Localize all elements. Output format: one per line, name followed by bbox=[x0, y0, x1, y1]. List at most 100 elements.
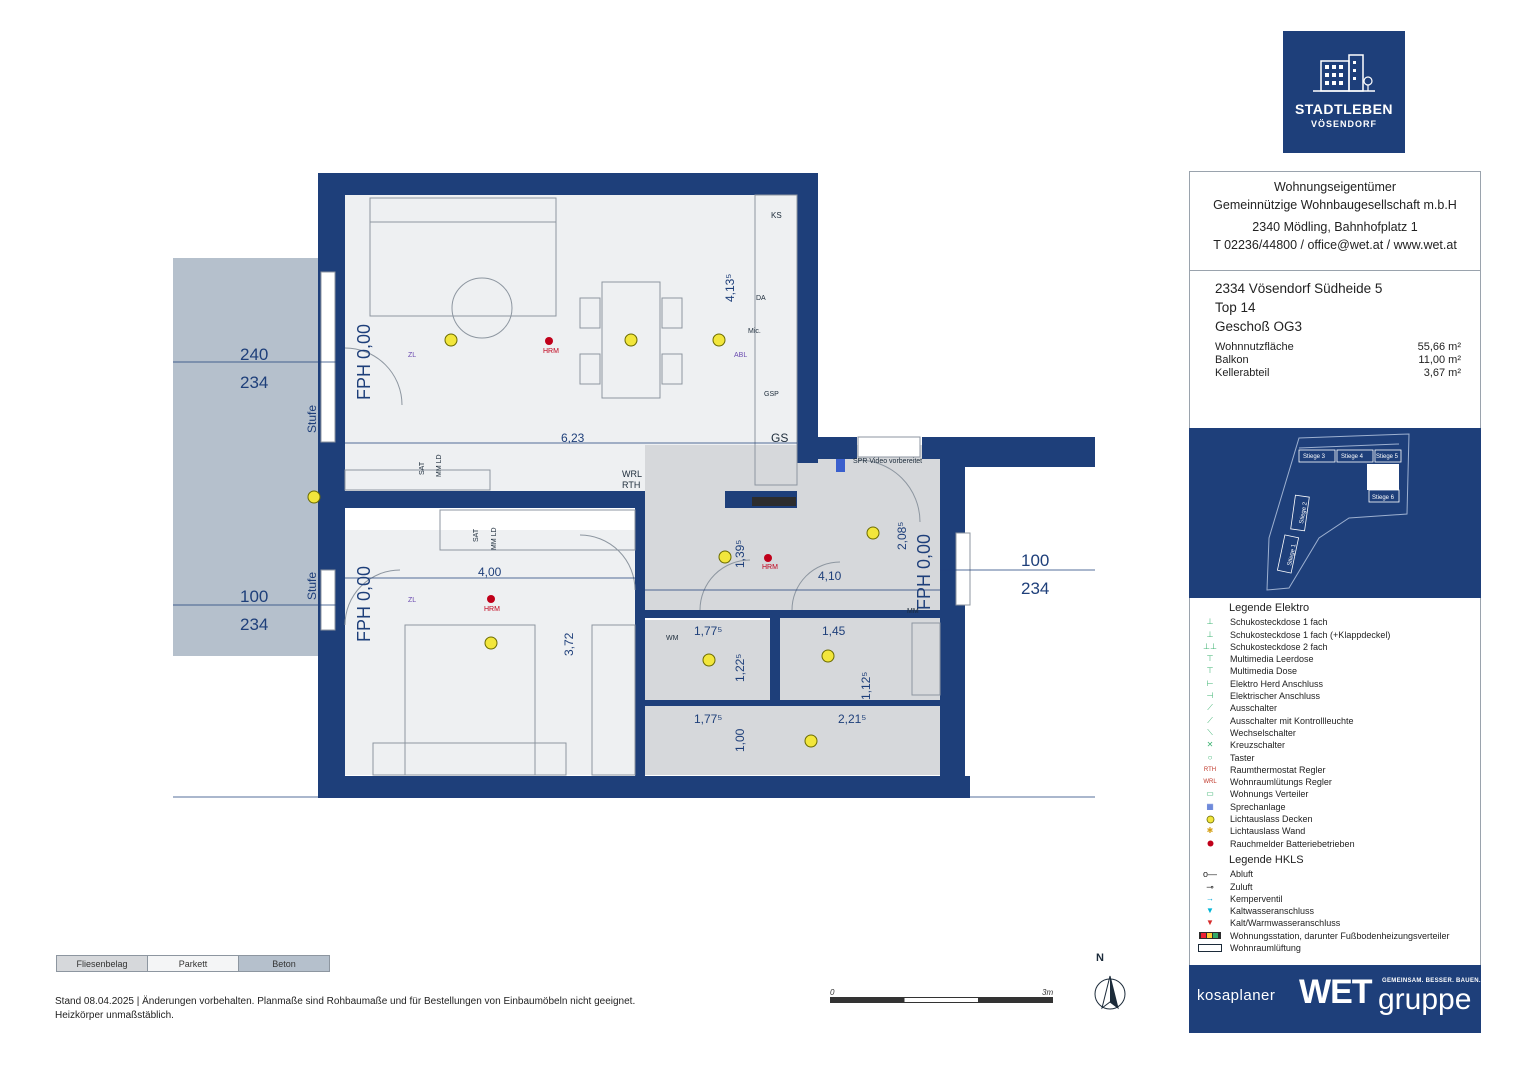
owner-line-4: T 02236/44800 / office@wet.at / www.wet.… bbox=[1213, 238, 1457, 252]
push-button-icon: ○ bbox=[1207, 752, 1213, 762]
legend-item: ⊸Zuluft bbox=[1196, 881, 1481, 893]
material-swatch-parquet: Parkett bbox=[147, 955, 239, 972]
logo-subtitle: VÖSENDORF bbox=[1310, 119, 1377, 129]
footnote: Stand 08.04.2025 | Änderungen vorbehalte… bbox=[55, 995, 635, 1023]
window-label: 234 bbox=[240, 373, 268, 392]
legend-item: ✱Lichtauslass Wand bbox=[1196, 825, 1481, 837]
area-label: Wohnnutzfläche bbox=[1215, 341, 1294, 353]
dim-label: 4,10 bbox=[818, 569, 842, 583]
zl-label: ZL bbox=[408, 597, 416, 604]
building-icon bbox=[1313, 54, 1375, 92]
cold-water-icon: ▼ bbox=[1206, 906, 1214, 916]
apartment-station-icon bbox=[1196, 932, 1224, 940]
siteplan-label: Stiege 5 bbox=[1376, 454, 1399, 460]
stadtleben-logo: STADTLEBEN VÖSENDORF bbox=[1283, 31, 1405, 153]
scale-start: 0 bbox=[830, 988, 835, 997]
project-address: 2334 Vösendorf Südheide 5 bbox=[1215, 281, 1383, 296]
owner-block: Wohnungseigentümer Gemeinnützige Wohnbau… bbox=[1189, 178, 1481, 254]
dim-label: 6,23 bbox=[561, 431, 585, 445]
sat-label: SAT bbox=[473, 528, 480, 542]
smoke-detector-icon bbox=[1196, 839, 1224, 848]
rth-label: RTH bbox=[622, 480, 640, 490]
storage-floor bbox=[645, 705, 940, 775]
legend-hkls-title: Legende HKLS bbox=[1229, 853, 1304, 866]
dim-label: 1,00 bbox=[733, 728, 747, 752]
furniture bbox=[344, 194, 941, 776]
hall-floor bbox=[645, 445, 940, 610]
legend-elektro-title: Legende Elektro bbox=[1229, 602, 1310, 614]
legend-item: ○Taster bbox=[1196, 752, 1481, 764]
cross-switch-icon: ✕ bbox=[1206, 740, 1214, 750]
dim-label: 1,77⁵ bbox=[694, 712, 722, 726]
step-label: Stufe bbox=[305, 405, 319, 433]
material-swatch-tiles: Fliesenbelag bbox=[56, 955, 148, 972]
legend-item: Wohnungsstation, darunter Fußbodenheizun… bbox=[1196, 930, 1481, 942]
area-table: Wohnnutzfläche 55,66 m² Balkon 11,00 m² Ke… bbox=[1215, 341, 1461, 380]
dim-label: 1,77⁵ bbox=[694, 624, 722, 638]
panel-divider bbox=[1189, 270, 1481, 271]
exhaust-air-icon: o— bbox=[1202, 869, 1217, 880]
legend-item: ⊥Schukosteckdose 1 fach (+Klappdeckel) bbox=[1196, 629, 1481, 641]
window-label: 240 bbox=[240, 345, 268, 364]
legend-item: ⟋Ausschalter mit Kontrollleuchte bbox=[1196, 715, 1481, 727]
apartment-station-icon bbox=[752, 497, 796, 506]
socket-lid-icon: ⊥ bbox=[1206, 629, 1214, 639]
legend-item: ⊤Multimedia Leerdose bbox=[1196, 653, 1481, 665]
changeover-switch-icon: ⟍ bbox=[1207, 727, 1213, 737]
window-label: 100 bbox=[240, 587, 268, 606]
area-value: 55,66 m² bbox=[1417, 341, 1461, 353]
window-label: 100 bbox=[1021, 551, 1049, 570]
footnote-line-2: Heizkörper unmaßstäblich. bbox=[55, 1010, 174, 1021]
mic-label: Mic. bbox=[748, 328, 761, 335]
walls bbox=[318, 173, 1095, 798]
project-block: 2334 Vösendorf Südheide 5 Top 14 Geschoß… bbox=[1215, 279, 1382, 336]
fph-label: FPH 0,00 bbox=[354, 324, 374, 400]
balcony bbox=[173, 258, 321, 656]
site-plan: Stiege 3 Stiege 4 Stiege 5 Stiege 6 Stie… bbox=[1189, 428, 1481, 598]
dim-label: 2,21⁵ bbox=[838, 712, 866, 726]
legend-item: →Kemperventil bbox=[1196, 893, 1481, 905]
multimedia-icon: ⊤ bbox=[1206, 666, 1214, 676]
dim-label: 1,12⁵ bbox=[859, 672, 873, 700]
siteplan-label: Stiege 2 bbox=[1299, 501, 1309, 524]
da-label: DA bbox=[756, 295, 766, 302]
project-floor: Geschoß OG3 bbox=[1215, 319, 1303, 334]
window-label: 234 bbox=[1021, 579, 1049, 598]
spr-label: SPR Video vorbereitet bbox=[853, 458, 922, 465]
siteplan-label: Stiege 3 bbox=[1303, 454, 1326, 460]
project-top: Top 14 bbox=[1215, 300, 1256, 315]
ventilation-unit-icon bbox=[1196, 944, 1224, 953]
scale-bar: 0 3m bbox=[830, 988, 1060, 1008]
area-label: Balkon bbox=[1215, 354, 1249, 366]
legend-item: ▼Kalt/Warmwasseranschluss bbox=[1196, 917, 1481, 929]
dim-label: 2,08⁵ bbox=[895, 522, 909, 550]
logo-title: STADTLEBEN bbox=[1294, 101, 1394, 117]
legend-item: ⊥⊥Schukosteckdose 2 fach bbox=[1196, 641, 1481, 653]
legend-item: o—Abluft bbox=[1196, 868, 1481, 880]
legend-item: ⟍Wechselschalter bbox=[1196, 727, 1481, 739]
ceiling-light-icon bbox=[1196, 815, 1224, 824]
mm-ld-label: MM LD bbox=[436, 454, 443, 477]
gs-label: GS bbox=[771, 431, 788, 445]
electric-connection-icon: ⊣ bbox=[1206, 691, 1214, 701]
double-socket-icon: ⊥⊥ bbox=[1203, 641, 1217, 651]
smoke-detectors bbox=[487, 337, 772, 603]
step-label: Stufe bbox=[305, 572, 319, 600]
intercom-icon: ▦ bbox=[1206, 801, 1214, 811]
dim-label: 1,45 bbox=[822, 624, 846, 638]
dim-label: 1,22⁵ bbox=[733, 654, 747, 682]
kosaplaner-logo: kosaplaner bbox=[1197, 987, 1276, 1004]
wet-slogan: GEMEINSAM. BESSER. BAUEN. bbox=[1382, 978, 1481, 984]
kemper-valve-icon: → bbox=[1206, 893, 1214, 903]
dim-label: 4,00 bbox=[478, 565, 502, 579]
ventilation-control-icon: WRL bbox=[1203, 779, 1217, 786]
abl-label: ABL bbox=[734, 352, 747, 359]
legend-item: ⊤Multimedia Dose bbox=[1196, 665, 1481, 677]
area-row: Wohnnutzfläche 55,66 m² bbox=[1215, 341, 1461, 354]
area-value: 11,00 m² bbox=[1418, 354, 1461, 366]
dim-label: 1,39⁵ bbox=[733, 540, 747, 568]
wrl-label: WRL bbox=[622, 469, 642, 479]
legend-item: ▦Sprechanlage bbox=[1196, 801, 1481, 813]
